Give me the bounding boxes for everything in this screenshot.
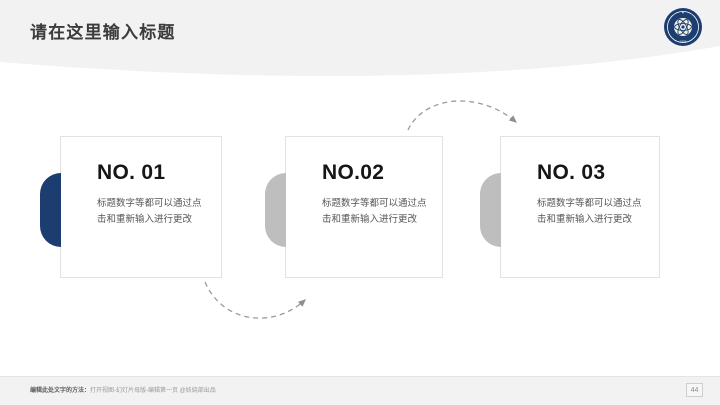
svg-text:1956: 1956 <box>680 39 687 43</box>
footer-note-label: 编辑此处文字的方法： <box>30 388 91 394</box>
step-card-3-body: 标题数字等都可以通过点击和重新输入进行更改 <box>537 198 642 225</box>
step-card-1[interactable]: NO. 01 标题数字等都可以通过点击和重新输入进行更改 <box>40 136 222 278</box>
footer-note: 编辑此处文字的方法：打开视图-幻灯片母版-编辑第一页 @妖娆部出品 <box>30 385 216 394</box>
step-card-2-body: 标题数字等都可以通过点击和重新输入进行更改 <box>322 198 427 225</box>
step-card-2[interactable]: NO.02 标题数字等都可以通过点击和重新输入进行更改 <box>265 136 443 278</box>
arrow-card2-to-card3 <box>407 100 517 131</box>
half-circle-marker-icon <box>40 173 61 247</box>
step-card-1-number: NO. 01 <box>97 161 166 184</box>
step-card-3-content: NO. 03 标题数字等都可以通过点击和重新输入进行更改 <box>537 161 649 227</box>
footer-bar: 编辑此处文字的方法：打开视图-幻灯片母版-编辑第一页 @妖娆部出品 44 <box>0 376 720 405</box>
arrow-card1-to-card2 <box>204 281 306 319</box>
page-number-badge: 44 <box>686 383 703 397</box>
header-curve-shape <box>0 0 720 76</box>
half-circle-marker-icon <box>480 173 501 247</box>
step-card-3-number: NO. 03 <box>537 161 606 184</box>
page-title: 请在这里输入标题 <box>30 23 176 42</box>
svg-text:★: ★ <box>682 11 685 15</box>
footer-note-text: 打开视图-幻灯片母版-编辑第一页 @妖娆部出品 <box>90 388 216 394</box>
step-card-3[interactable]: NO. 03 标题数字等都可以通过点击和重新输入进行更改 <box>480 136 660 278</box>
step-card-1-content: NO. 01 标题数字等都可以通过点击和重新输入进行更改 <box>97 161 211 227</box>
half-circle-marker-icon <box>265 173 286 247</box>
step-card-1-body: 标题数字等都可以通过点击和重新输入进行更改 <box>97 198 202 225</box>
step-card-2-number: NO.02 <box>322 161 385 184</box>
header-background-band <box>0 0 720 86</box>
university-seal-icon: 1956 ★ <box>662 6 704 48</box>
step-card-2-content: NO.02 标题数字等都可以通过点击和重新输入进行更改 <box>322 161 432 227</box>
